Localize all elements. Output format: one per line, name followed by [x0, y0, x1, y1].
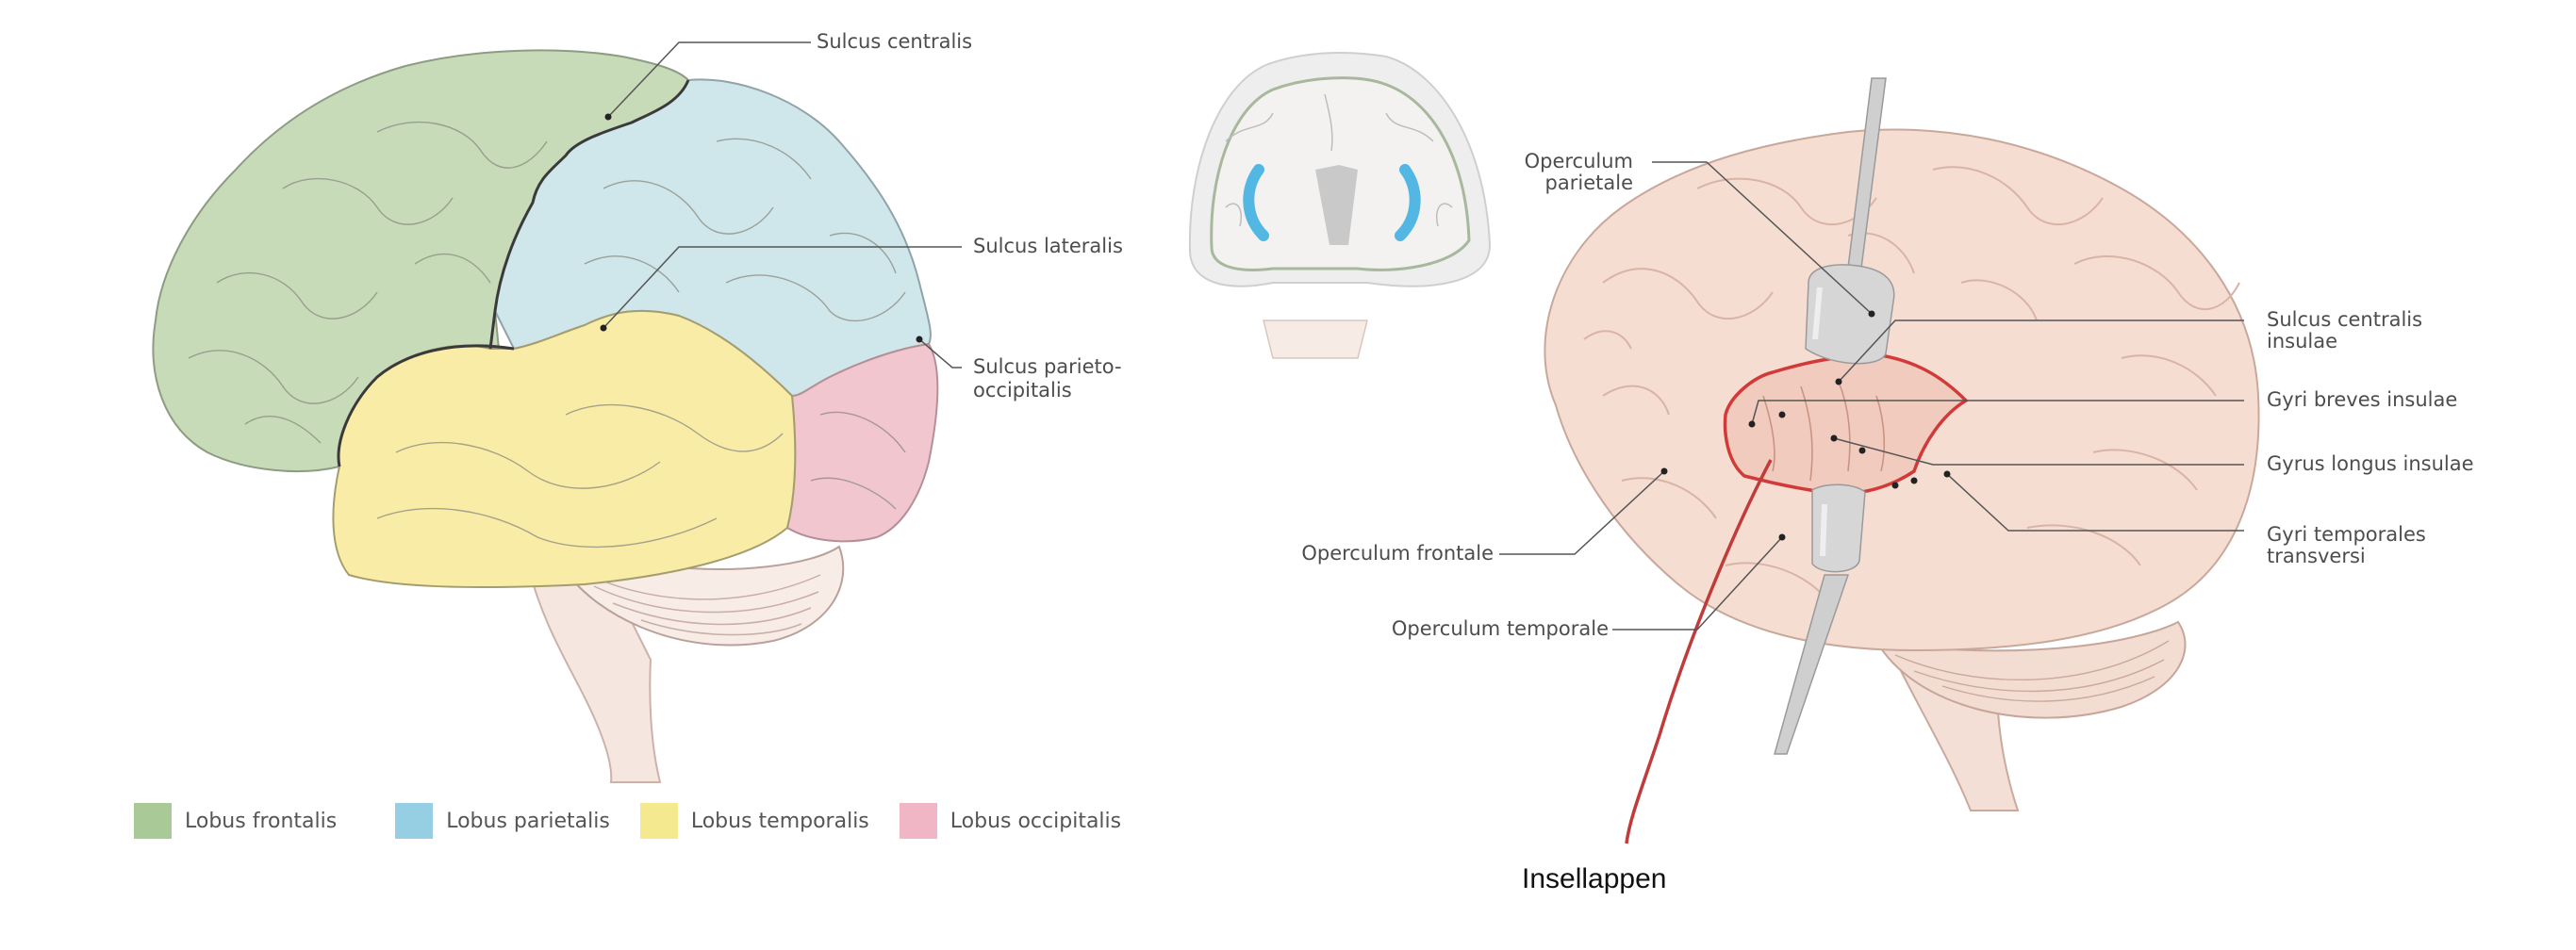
lobe-legend: Lobus frontalis Lobus parietalis Lobus t… — [134, 803, 1151, 839]
upper-retractor — [1805, 77, 1895, 365]
right-lateral-brain — [1499, 77, 2260, 844]
point-sulcus-centralis — [604, 113, 612, 121]
insula-region — [1723, 352, 1969, 496]
leader-sulcus-centralis-insulae — [1838, 319, 2244, 383]
lower-retractor — [1774, 483, 1866, 755]
label-sulcus-parieto-occipitalis-line2: occipitalis — [973, 379, 1072, 401]
leader-sulcus-lateralis — [603, 246, 962, 329]
label-sulcus-centralis-insulae-line1: Sulcus centralis — [2267, 308, 2423, 331]
label-gyrus-longus-insulae: Gyrus longus insulae — [2267, 452, 2474, 475]
legend-item-frontalis: Lobus frontalis — [134, 803, 337, 839]
left-lateral-brain — [152, 41, 962, 783]
leader-gyri-breves-insulae — [1751, 400, 2244, 425]
coronal-section-inset — [1188, 52, 1492, 359]
label-operculum-parietale-line2: parietale — [1544, 172, 1633, 194]
legend-label-temporalis: Lobus temporalis — [690, 809, 869, 833]
leader-operculum-temporale — [1612, 536, 1783, 631]
legend-swatch-parietalis — [395, 803, 434, 839]
point-sulcus-lateralis — [600, 324, 607, 332]
legend-swatch-temporalis — [639, 803, 678, 839]
label-sulcus-lateralis: Sulcus lateralis — [973, 235, 1123, 257]
leader-operculum-parietale — [1652, 161, 1873, 315]
label-sulcus-centralis: Sulcus centralis — [817, 30, 973, 53]
insula-caption-pointer — [1625, 459, 1773, 844]
leader-sulcus-parieto-occipitalis — [918, 338, 962, 369]
label-gyri-breves-insulae: Gyri breves insulae — [2267, 388, 2458, 411]
right-cerebellum — [1874, 620, 2187, 719]
label-gyri-temporales-transversi-line1: Gyri temporales — [2267, 523, 2426, 546]
legend-swatch-occipitalis — [899, 803, 937, 839]
point-sulcus-parieto-occipitalis — [916, 336, 923, 343]
legend-label-frontalis: Lobus frontalis — [185, 809, 338, 833]
label-operculum-frontale: Operculum frontale — [1301, 542, 1494, 565]
occipital-lobe — [785, 342, 939, 543]
leader-operculum-frontale — [1499, 470, 1665, 555]
label-sulcus-parieto-occipitalis-line1: Sulcus parieto- — [973, 355, 1122, 378]
legend-swatch-frontalis — [134, 803, 172, 839]
leader-gyrus-longus-insulae — [1833, 437, 2244, 466]
legend-item-temporalis: Lobus temporalis — [639, 803, 869, 839]
sulcus-centralis-line — [488, 79, 690, 350]
sulcus-lateralis-line — [337, 344, 515, 467]
legend-label-occipitalis: Lobus occipitalis — [949, 809, 1122, 833]
legend-label-parietalis: Lobus parietalis — [446, 809, 610, 833]
label-gyri-temporales-transversi-line2: transversi — [2267, 545, 2366, 567]
leader-sulcus-centralis — [607, 41, 811, 118]
legend-item-parietalis: Lobus parietalis — [395, 803, 610, 839]
label-sulcus-centralis-insulae-line2: insulae — [2267, 330, 2338, 352]
label-operculum-temporale: Operculum temporale — [1391, 617, 1609, 640]
legend-item-occipitalis: Lobus occipitalis — [899, 803, 1122, 839]
leader-gyri-temporales-transversi — [1946, 473, 2244, 532]
insula-caption: Insellappen — [1522, 863, 1667, 894]
label-operculum-parietale-line1: Operculum — [1524, 150, 1633, 172]
